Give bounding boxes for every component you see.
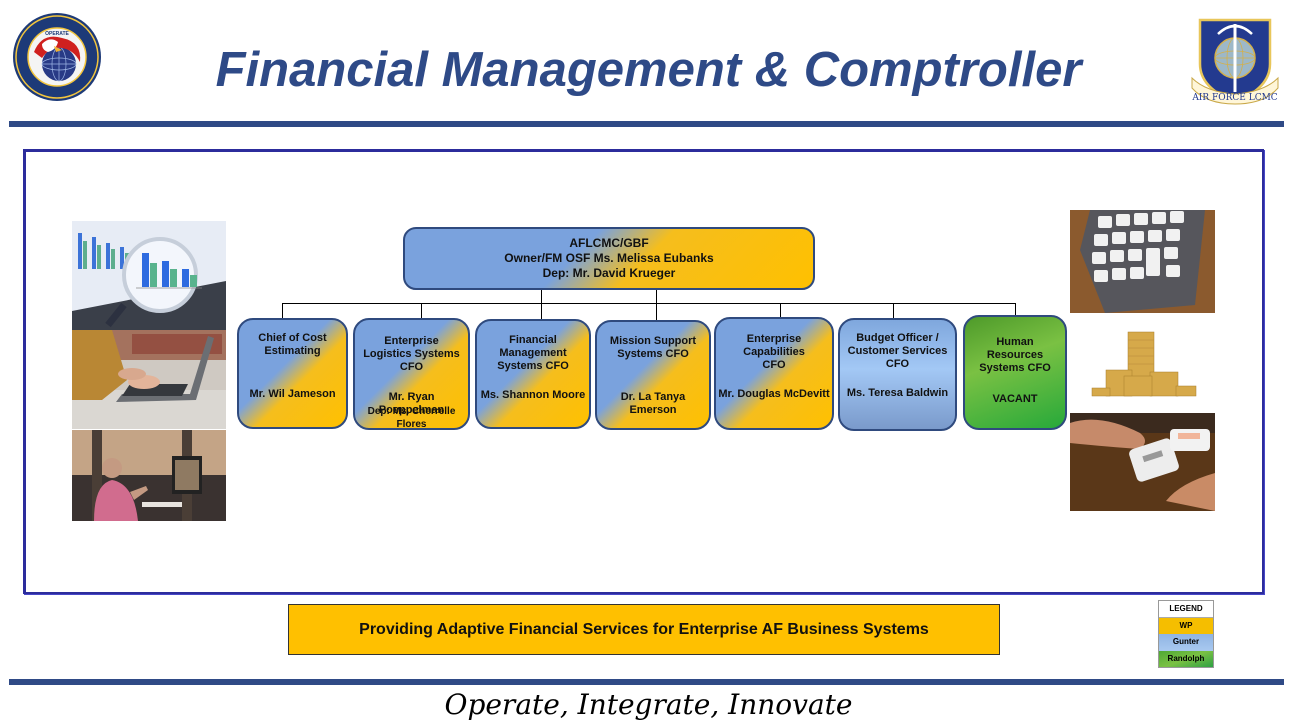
page-title: Financial Management & Comptroller: [215, 43, 1082, 97]
chart-magnifier-photo: [72, 221, 226, 330]
role-label: Enterprise Logistics Systems CFO: [363, 335, 460, 373]
coin-stacks-photo: [1090, 330, 1200, 402]
role-label: Budget Officer / Customer Services CFO: [847, 332, 948, 370]
footer-rule: [9, 679, 1284, 685]
legend: LEGEND WP Gunter Randolph: [1158, 600, 1214, 668]
legend-item-gunter: Gunter: [1159, 634, 1213, 651]
person-name: Ms. Shannon Moore: [480, 389, 586, 401]
svg-text:OPERATE: OPERATE: [45, 31, 69, 37]
org-head-unit: AFLCMC/GBF: [569, 236, 649, 250]
role-label: Human Resources Systems CFO: [979, 336, 1051, 374]
deputy-name: Dep: Ms. Cherrelle Flores: [367, 406, 456, 430]
card-reader-photo: [1070, 413, 1215, 511]
bes-seal-logo: OPERATE: [12, 12, 102, 102]
person-name: Mr. Ryan Poeppelman: [378, 391, 445, 416]
legend-title: LEGEND: [1159, 601, 1213, 618]
org-box-budget-officer[interactable]: Budget Officer / Customer Services CFO M…: [838, 318, 957, 431]
svg-text:AIR FORCE LCMC: AIR FORCE LCMC: [1191, 93, 1277, 103]
org-head-owner: Owner/FM OSF Ms. Melissa Eubanks: [504, 251, 714, 265]
org-box-mission-support[interactable]: Mission Support Systems CFO Dr. La Tanya…: [595, 320, 711, 430]
connector-line: [541, 303, 542, 320]
org-box-human-resources[interactable]: Human Resources Systems CFO VACANT: [963, 315, 1067, 430]
person-name: VACANT: [992, 393, 1038, 405]
connector-line: [893, 303, 894, 319]
legend-item-wp: WP: [1159, 617, 1213, 634]
header-rule: [9, 121, 1284, 127]
role-label: Mission Support Systems CFO: [609, 335, 697, 360]
connector-line: [541, 290, 542, 304]
org-box-financial-management-systems[interactable]: Financial Management Systems CFO Ms. Sha…: [475, 319, 591, 429]
connector-line: [780, 303, 781, 318]
org-box-cost-estimating[interactable]: Chief of Cost Estimating Mr. Wil Jameson: [237, 318, 348, 429]
connector-line: [656, 303, 657, 320]
connector-line: [282, 303, 283, 319]
connector-line: [656, 290, 657, 304]
role-label: Chief of Cost Estimating: [258, 332, 327, 357]
laptop-typing-photo: [72, 330, 226, 429]
legend-item-randolph: Randolph: [1159, 650, 1213, 667]
mission-banner: Providing Adaptive Financial Services fo…: [288, 604, 1000, 655]
calculator-photo: [1070, 210, 1215, 313]
connector-line: [282, 303, 1016, 304]
org-head-box[interactable]: AFLCMC/GBF Owner/FM OSF Ms. Melissa Euba…: [403, 227, 815, 290]
role-label: Enterprise Capabilities CFO: [743, 333, 805, 371]
person-name: Ms. Teresa Baldwin: [846, 387, 949, 399]
role-label: Financial Management Systems CFO: [497, 334, 569, 372]
person-name: Dr. La Tanya Emerson: [620, 391, 686, 416]
connector-line: [1015, 303, 1016, 319]
org-box-enterprise-logistics[interactable]: Enterprise Logistics Systems CFO Mr. Rya…: [353, 318, 470, 430]
air-force-lcmc-shield-logo: AIR FORCE LCMC: [1186, 12, 1284, 110]
person-name: Mr. Wil Jameson: [249, 388, 336, 400]
connector-line: [421, 303, 422, 319]
org-box-enterprise-capabilities[interactable]: Enterprise Capabilities CFO Mr. Douglas …: [714, 317, 834, 430]
motto: Operate, Integrate, Innovate: [444, 688, 853, 721]
person-name: Mr. Douglas McDevitt: [718, 388, 830, 400]
org-head-deputy: Dep: Mr. David Krueger: [542, 266, 676, 280]
video-call-photo: [72, 430, 226, 521]
